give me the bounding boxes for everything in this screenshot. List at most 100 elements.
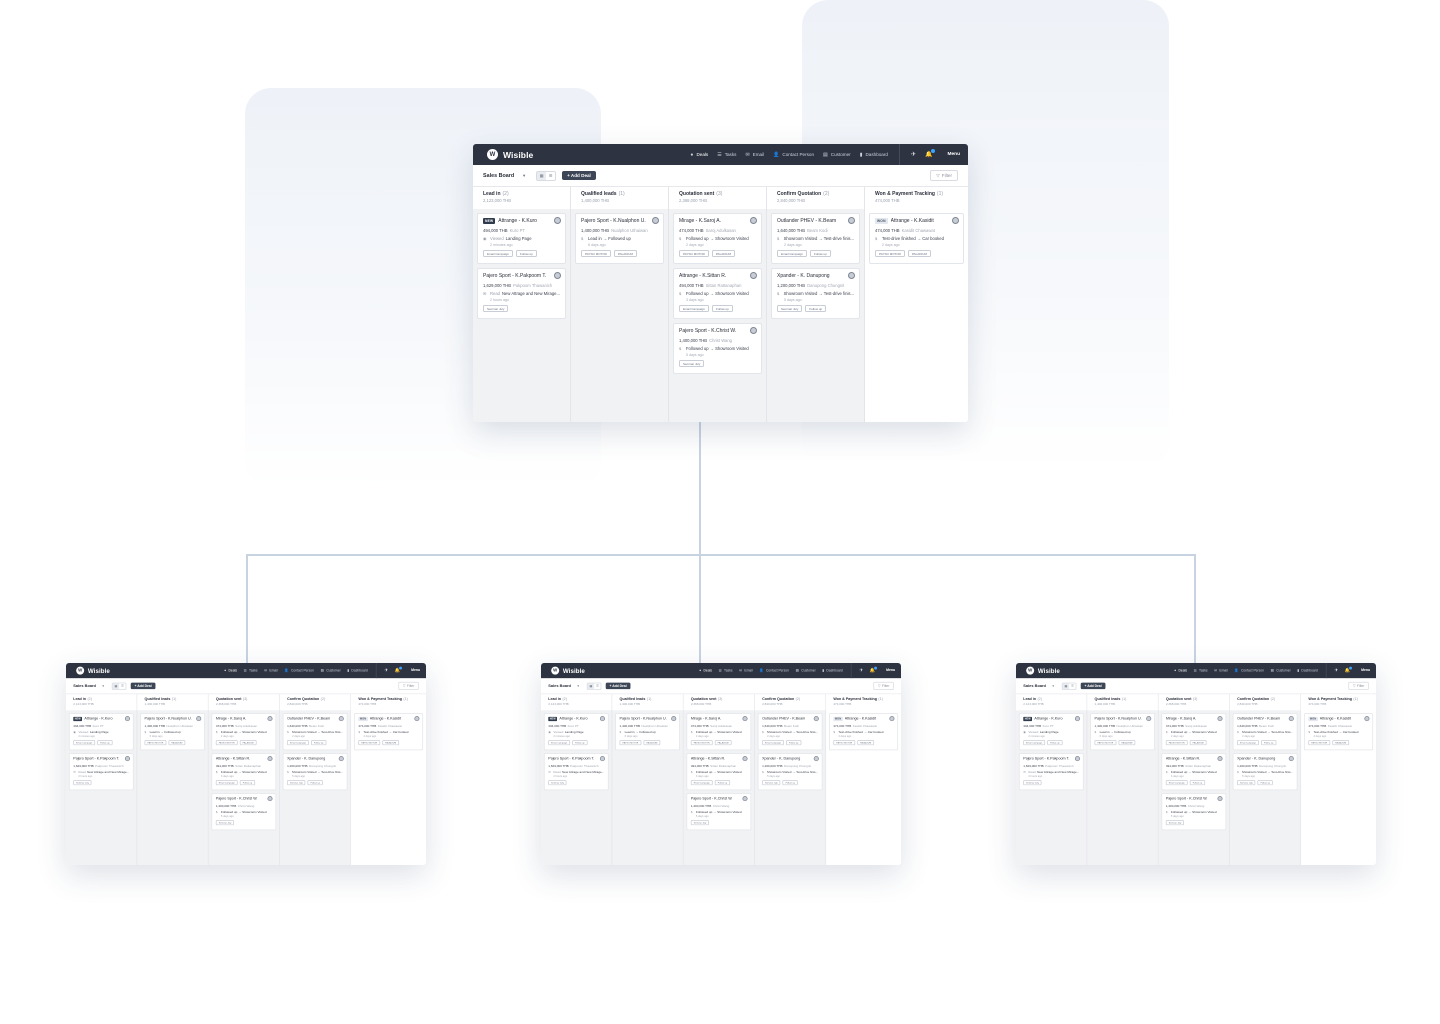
deal-tag[interactable]: Seminar July [777,305,803,312]
avatar[interactable] [1288,716,1294,722]
deal-tag[interactable]: PALADIUM [239,740,257,746]
filter-button[interactable]: ▽ Filter [1348,681,1369,690]
deal-tag[interactable]: PALADIUM [168,740,186,746]
nav-item-tasks[interactable]: ☰Tasks [1194,668,1208,672]
deal-tag[interactable]: Email Campaign [548,740,571,746]
deal-tag[interactable]: PAYSO MOTOR [1308,740,1331,746]
deal-card[interactable]: Attrange - K.Sittan R.494,000 THBSittan … [686,753,752,791]
deal-tag[interactable]: PALADIUM [613,250,637,257]
avatar[interactable] [1074,716,1080,722]
deal-card[interactable]: Attrange - K.Sittan R.494,000 THBSittan … [211,753,277,791]
board-view-icon[interactable]: ▦ [587,683,595,689]
board-view-icon[interactable]: ▦ [1062,683,1070,689]
nav-item-contact-person[interactable]: 👤Contact Person [1234,668,1264,672]
nav-item-customer[interactable]: ▤Customer [823,152,851,158]
avatar[interactable] [1217,716,1223,722]
deal-card[interactable]: Mirage - K.Saroj A.474,000 THBSaroj Adul… [211,713,277,751]
board-selector[interactable]: Sales Board ▼ [1023,684,1054,688]
deal-tag[interactable]: Follow up [572,740,588,746]
filter-button[interactable]: ▽ Filter [930,170,958,181]
avatar[interactable] [952,217,959,224]
avatar[interactable] [848,217,855,224]
board-view-icon[interactable]: ▦ [112,683,120,689]
avatar[interactable] [1146,716,1152,722]
avatar[interactable] [1364,716,1370,722]
deal-card[interactable]: Attrange - K.Sittan R.494,000 THBSittan … [1161,753,1227,791]
rocket-icon[interactable]: ✈ [910,152,916,158]
wisible-logo[interactable]: W Wisible [76,666,110,675]
deal-tag[interactable]: Email Campaign [1165,780,1188,786]
nav-item-tasks[interactable]: ☰Tasks [717,152,736,158]
menu-button[interactable]: Menu [411,668,421,673]
nav-item-dashboard[interactable]: ▮Dashboard [1297,668,1318,672]
avatar[interactable] [750,327,757,334]
deal-tag[interactable]: Follow up [810,250,831,257]
avatar[interactable] [338,756,344,762]
deal-tag[interactable]: Email Campaign [690,780,713,786]
avatar[interactable] [338,716,344,722]
rocket-icon[interactable]: ✈ [1334,668,1339,674]
deal-tag[interactable]: Seminar July [215,820,235,826]
avatar[interactable] [813,716,819,722]
nav-item-email[interactable]: ✉Email [1214,668,1228,672]
avatar[interactable] [742,716,748,722]
deal-tag[interactable]: Seminar July [548,780,567,786]
deal-tag[interactable]: PAYSO MOTOR [679,250,709,257]
nav-item-customer[interactable]: ▤Customer [321,668,341,672]
deal-card[interactable]: Pajero Sport - K.Pakpoom T.1,629,000 THB… [543,753,609,791]
bell-icon[interactable]: 🔔 [395,666,403,673]
deal-card[interactable]: Pajero Sport - K.Nualphon U.1,400,000 TH… [140,713,205,751]
deal-tag[interactable]: PALADIUM [907,250,931,257]
deal-tag[interactable]: Seminar July [287,780,306,786]
deal-tag[interactable]: Seminar July [690,820,710,826]
avatar[interactable] [554,272,561,279]
menu-button[interactable]: Menu [947,152,960,157]
deal-card[interactable]: Mirage - K.Saroj A.474,000 THBSaroj Adul… [1161,713,1227,751]
wisible-logo[interactable]: W Wisible [551,666,585,675]
avatar[interactable] [1288,756,1294,762]
deal-tag[interactable]: Follow up [786,740,802,746]
nav-item-deals[interactable]: ●Deals [699,668,712,672]
deal-card[interactable]: Pajero Sport - K.Nualphon U.1,400,000 TH… [1090,713,1155,751]
board-selector[interactable]: Sales Board ▼ [483,173,526,179]
wisible-logo[interactable]: W Wisible [1026,666,1060,675]
deal-tag[interactable]: PAYSO MOTOR [215,740,238,746]
deal-tag[interactable]: Seminar July [1165,820,1185,826]
deal-tag[interactable]: Follow up [805,305,827,312]
deal-tag[interactable]: Email Campaign [73,740,96,746]
deal-tag[interactable]: PALADIUM [1118,740,1136,746]
nav-item-deals[interactable]: ●Deals [1174,668,1187,672]
deal-tag[interactable]: Email Campaign [1237,740,1259,746]
deal-tag[interactable]: Follow up [1047,740,1063,746]
deal-tag[interactable]: PAYSO MOTOR [1165,740,1188,746]
deal-tag[interactable]: Email Campaign [287,740,309,746]
deal-card[interactable]: Pajero Sport - K.Pakpoom T.1,629,000 THB… [477,268,566,319]
deal-tag[interactable]: PAYSO MOTOR [619,740,642,746]
board-selector[interactable]: Sales Board ▼ [73,684,104,688]
nav-item-email[interactable]: ✉Email [264,668,278,672]
bell-icon[interactable]: 🔔 [1345,666,1353,673]
deal-tag[interactable]: Email Campaign [762,740,784,746]
deal-tag[interactable]: Follow up [239,780,255,786]
deal-tag[interactable]: PALADIUM [382,740,400,746]
wisible-logo[interactable]: W Wisible [487,149,533,160]
board-view-icon[interactable]: ▦ [537,171,547,180]
nav-item-contact-person[interactable]: 👤Contact Person [773,152,814,158]
list-view-icon[interactable]: ☰ [1071,684,1074,688]
avatar[interactable] [1074,756,1080,762]
board-selector[interactable]: Sales Board ▼ [548,684,579,688]
deal-tag[interactable]: Follow up [311,740,327,746]
deal-tag[interactable]: PAYSO MOTOR [144,740,167,746]
deal-card[interactable]: Pajero Sport - K.Christ W.1,400,000 THBC… [1161,793,1227,831]
avatar[interactable] [554,217,561,224]
deal-card[interactable]: Pajero Sport - K.Christ W.1,400,000 THBC… [211,793,277,831]
nav-item-contact-person[interactable]: 👤Contact Person [759,668,789,672]
